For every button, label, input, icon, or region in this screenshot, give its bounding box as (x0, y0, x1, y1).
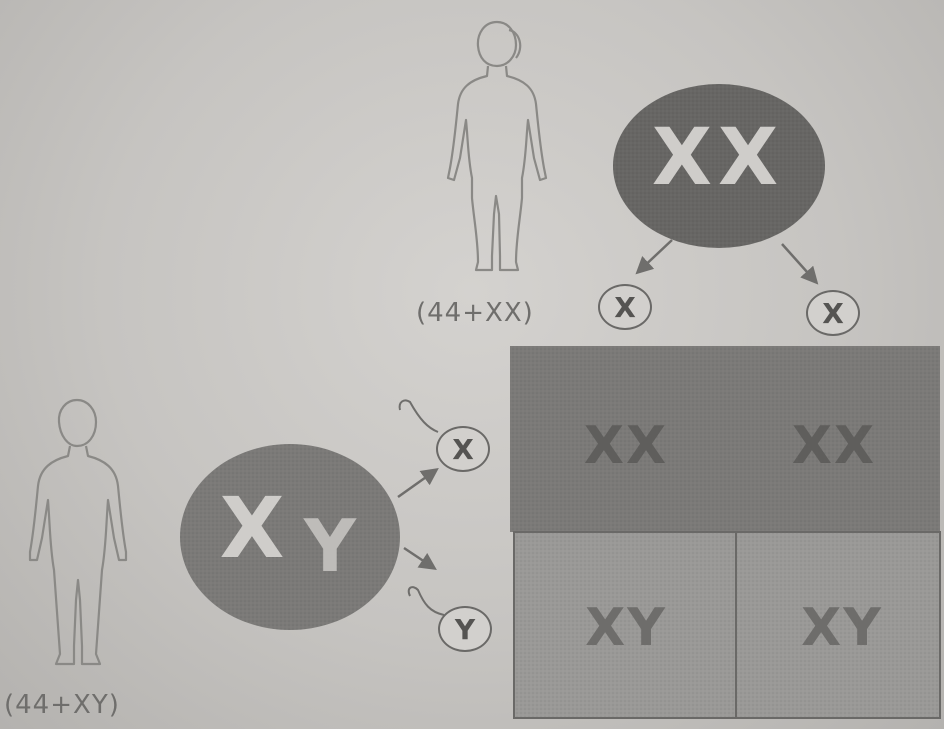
male-cell (180, 444, 400, 630)
male-arrow-up (398, 470, 436, 497)
male-figure-icon (30, 400, 126, 664)
sperm-tail-bottom (409, 587, 444, 615)
female-arrow-right (782, 244, 816, 282)
male-gamete-y: Y (438, 606, 492, 652)
male-gamete-x: X (436, 426, 490, 472)
male-cell-chromosome-y: Y (304, 504, 356, 588)
punnett-cell-bottom-right: XY (801, 598, 883, 658)
male-arrow-down (404, 548, 434, 568)
punnett-cell-top-right: XX (792, 416, 876, 476)
punnett-cell-top-left: XX (584, 416, 668, 476)
female-cell-chromosomes: XX (652, 113, 784, 203)
female-gamete-right: X (806, 290, 860, 336)
female-arrow-left (638, 240, 672, 272)
sperm-tail-top (400, 400, 438, 432)
male-cell-chromosome-x: X (220, 479, 285, 577)
punnett-square (510, 346, 940, 718)
punnett-cell-bottom-left: XY (585, 598, 667, 658)
female-figure-icon (448, 22, 546, 270)
female-karyotype-label: (44+XX) (416, 298, 534, 328)
female-gamete-left: X (598, 284, 652, 330)
male-karyotype-label: (44+XY) (4, 690, 120, 720)
